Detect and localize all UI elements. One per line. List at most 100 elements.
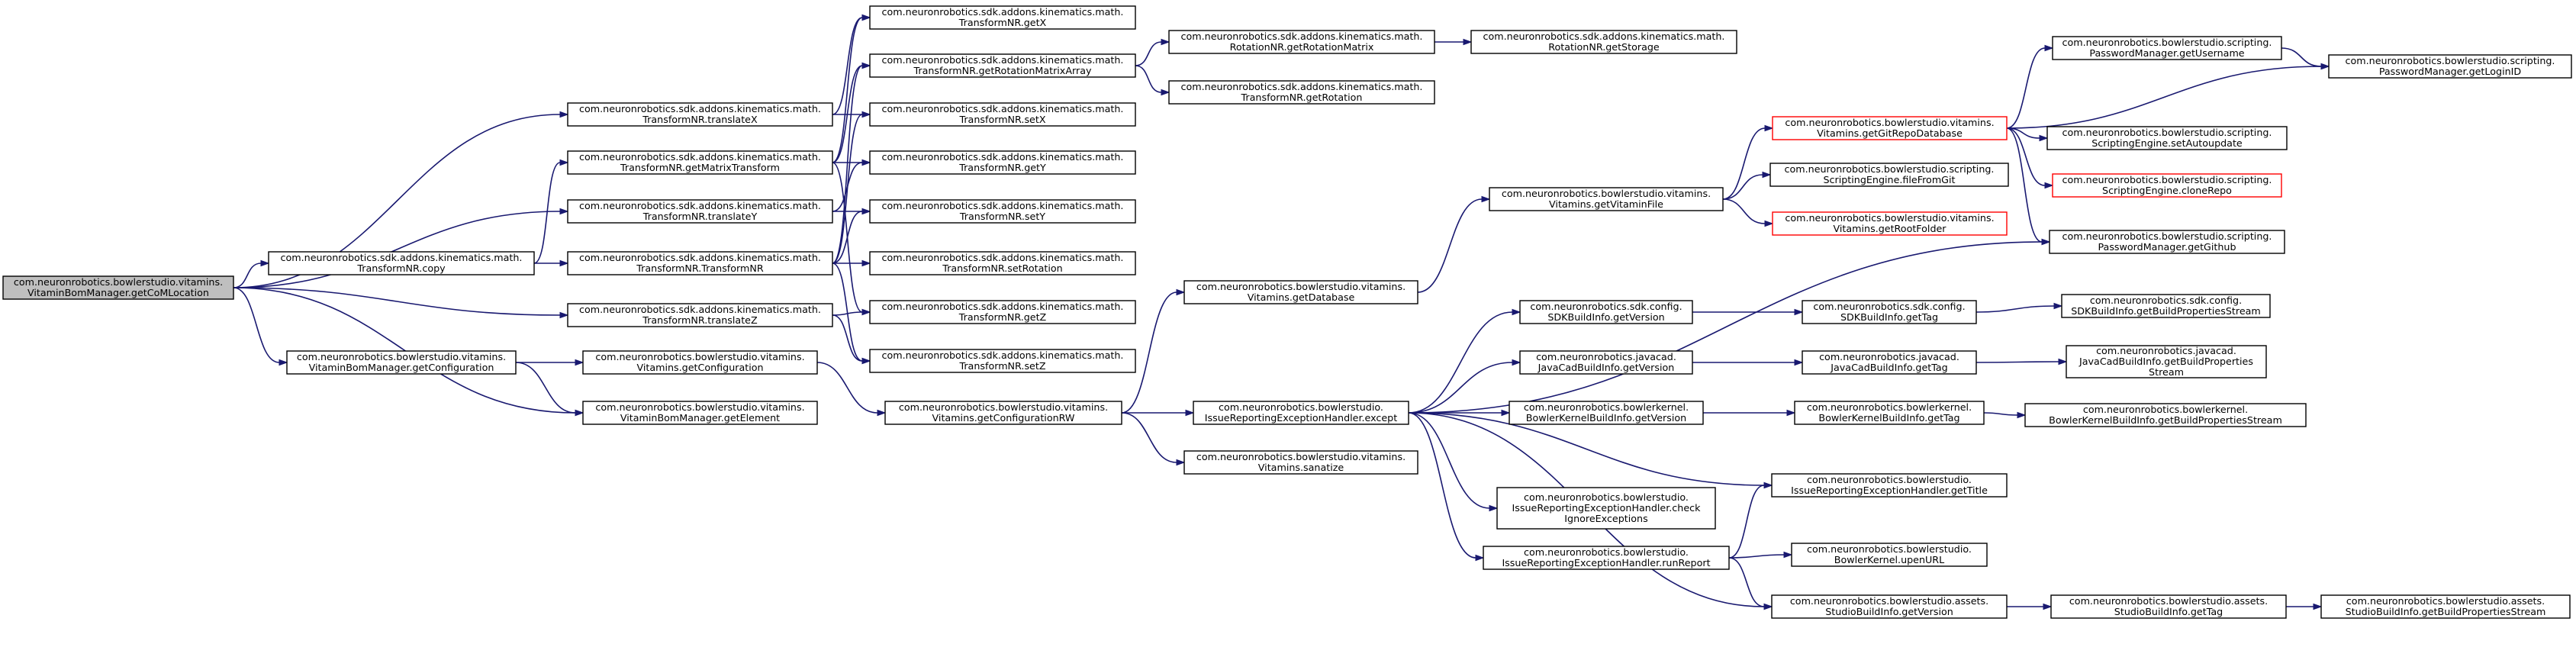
node-getStorage[interactable]: com.neuronrobotics.sdk.addons.kinematics…	[1470, 30, 1737, 54]
node-bomGetConfiguration[interactable]: com.neuronrobotics.bowlerstudio.vitamins…	[286, 350, 517, 375]
call-edge	[1722, 198, 1766, 224]
node-box	[286, 350, 517, 375]
node-sanatize[interactable]: com.neuronrobotics.bowlerstudio.vitamins…	[1183, 450, 1418, 475]
node-upenURL[interactable]: com.neuronrobotics.bowlerstudio.BowlerKe…	[1791, 543, 1988, 567]
node-label: com.neuronrobotics.sdk.addons.kinematics…	[281, 252, 523, 263]
node-getConfigurationRW[interactable]: com.neuronrobotics.bowlerstudio.vitamins…	[884, 401, 1122, 425]
node-getZ[interactable]: com.neuronrobotics.sdk.addons.kinematics…	[869, 300, 1136, 324]
node-getMatrixTransform[interactable]: com.neuronrobotics.sdk.addons.kinematics…	[567, 150, 833, 175]
node-getUsername[interactable]: com.neuronrobotics.bowlerstudio.scriptin…	[2052, 36, 2282, 60]
node-getRotationMatrixArray[interactable]: com.neuronrobotics.sdk.addons.kinematics…	[869, 53, 1136, 78]
node-box	[1772, 116, 2008, 140]
node-setZ[interactable]: com.neuronrobotics.sdk.addons.kinematics…	[869, 349, 1136, 373]
arrowhead	[861, 14, 871, 21]
node-label: com.neuronrobotics.javacad.	[1536, 351, 1676, 362]
node-bomGetElement[interactable]: com.neuronrobotics.bowlerstudio.vitamins…	[582, 401, 818, 425]
node-studioGetStream[interactable]: com.neuronrobotics.bowlerstudio.assets.S…	[2320, 594, 2571, 619]
node-setX[interactable]: com.neuronrobotics.sdk.addons.kinematics…	[869, 102, 1136, 127]
call-edges	[233, 14, 2330, 610]
node-label: RotationNR.getStorage	[1548, 41, 1660, 53]
node-setAutoupdate[interactable]: com.neuronrobotics.bowlerstudio.scriptin…	[2046, 126, 2288, 150]
node-vitGetConfiguration[interactable]: com.neuronrobotics.bowlerstudio.vitamins…	[582, 350, 818, 375]
node-studioGetVersion[interactable]: com.neuronrobotics.bowlerstudio.assets.S…	[1771, 594, 2008, 619]
node-label: com.neuronrobotics.sdk.addons.kinematics…	[579, 151, 821, 163]
node-runReport[interactable]: com.neuronrobotics.bowlerstudio.IssueRep…	[1483, 546, 1730, 570]
arrowhead	[1475, 554, 1485, 562]
node-label: com.neuronrobotics.bowlerstudio.assets.	[2346, 595, 2545, 607]
node-getDatabase[interactable]: com.neuronrobotics.bowlerstudio.vitamins…	[1183, 280, 1418, 304]
node-box	[1183, 280, 1418, 304]
node-box	[2061, 294, 2271, 318]
call-edge	[1408, 241, 2043, 414]
arrowhead	[559, 259, 569, 267]
node-getGithub[interactable]: com.neuronrobotics.bowlerstudio.scriptin…	[2049, 230, 2285, 254]
node-getRotationMatrix[interactable]: com.neuronrobotics.sdk.addons.kinematics…	[1168, 30, 1435, 54]
node-jcGetTag[interactable]: com.neuronrobotics.javacad.JavaCadBuildI…	[1802, 350, 1977, 375]
arrowhead	[2053, 302, 2063, 310]
node-sdkGetVersion[interactable]: com.neuronrobotics.sdk.config.SDKBuildIn…	[1519, 300, 1693, 324]
node-label: TransformNR.translateX	[642, 114, 758, 125]
node-label: Vitamins.getConfigurationRW	[932, 412, 1075, 424]
call-edge	[832, 65, 863, 163]
node-label: com.neuronrobotics.bowlerstudio.	[1807, 543, 1972, 555]
arrowhead	[1512, 308, 1521, 316]
node-box	[567, 199, 833, 224]
call-edge	[233, 287, 576, 414]
node-root[interactable]: com.neuronrobotics.bowlerstudio.vitamins…	[2, 275, 234, 300]
call-edge	[832, 262, 863, 362]
node-box	[869, 251, 1136, 275]
node-box	[1794, 401, 1985, 425]
arrowhead	[1501, 409, 1511, 417]
node-getVitaminFile[interactable]: com.neuronrobotics.bowlerstudio.vitamins…	[1489, 187, 1724, 211]
node-box	[869, 300, 1136, 324]
node-ctor[interactable]: com.neuronrobotics.sdk.addons.kinematics…	[567, 251, 833, 275]
node-box	[1771, 594, 2008, 619]
node-box	[1519, 300, 1693, 324]
node-getLoginID[interactable]: com.neuronrobotics.bowlerstudio.scriptin…	[2328, 54, 2572, 79]
arrowhead	[559, 311, 569, 319]
arrowhead	[861, 111, 871, 118]
node-jcGetStream[interactable]: com.neuronrobotics.javacad.JavaCadBuildI…	[2066, 345, 2267, 378]
node-translateY[interactable]: com.neuronrobotics.sdk.addons.kinematics…	[567, 199, 833, 224]
node-jcGetVersion[interactable]: com.neuronrobotics.javacad.JavaCadBuildI…	[1519, 350, 1693, 375]
node-except[interactable]: com.neuronrobotics.bowlerstudio.IssueRep…	[1193, 401, 1409, 425]
node-label: VitaminBomManager.getConfiguration	[309, 362, 494, 373]
node-translateX[interactable]: com.neuronrobotics.sdk.addons.kinematics…	[567, 102, 833, 127]
node-sdkGetTag[interactable]: com.neuronrobotics.sdk.config.SDKBuildIn…	[1802, 300, 1977, 324]
node-translateZ[interactable]: com.neuronrobotics.sdk.addons.kinematics…	[567, 303, 833, 327]
call-edge	[1135, 41, 1162, 66]
node-getRotation[interactable]: com.neuronrobotics.sdk.addons.kinematics…	[1168, 80, 1435, 105]
call-edge	[233, 211, 561, 288]
node-label: com.neuronrobotics.bowlerstudio.vitamins…	[1785, 117, 1994, 128]
node-getY[interactable]: com.neuronrobotics.sdk.addons.kinematics…	[869, 150, 1136, 175]
node-getGitRepoDatabase[interactable]: com.neuronrobotics.bowlerstudio.vitamins…	[1772, 116, 2008, 140]
node-setRotation[interactable]: com.neuronrobotics.sdk.addons.kinematics…	[869, 251, 1136, 275]
node-studioGetTag[interactable]: com.neuronrobotics.bowlerstudio.assets.S…	[2050, 594, 2287, 619]
node-label: com.neuronrobotics.sdk.addons.kinematics…	[1181, 81, 1423, 92]
node-cloneRepo[interactable]: com.neuronrobotics.bowlerstudio.scriptin…	[2052, 173, 2282, 198]
node-label: StudioBuildInfo.getVersion	[1825, 606, 1953, 617]
node-setY[interactable]: com.neuronrobotics.sdk.addons.kinematics…	[869, 199, 1136, 224]
call-edge	[2006, 66, 2322, 129]
arrowhead	[1762, 171, 1772, 179]
node-getRootFolder[interactable]: com.neuronrobotics.bowlerstudio.vitamins…	[1772, 211, 2008, 236]
node-checkIgnore[interactable]: com.neuronrobotics.bowlerstudio.IssueRep…	[1496, 487, 1716, 530]
node-label: Vitamins.getDatabase	[1248, 291, 1355, 303]
node-label: com.neuronrobotics.bowlerkernel.	[2083, 404, 2248, 415]
node-box	[1802, 300, 1977, 324]
node-fileFromGit[interactable]: com.neuronrobotics.bowlerstudio.scriptin…	[1769, 163, 2009, 187]
node-box	[2049, 230, 2285, 254]
node-box	[2024, 403, 2307, 427]
node-getTitle[interactable]: com.neuronrobotics.bowlerstudio.IssueRep…	[1771, 473, 2008, 498]
node-bkGetStream[interactable]: com.neuronrobotics.bowlerkernel.BowlerKe…	[2024, 403, 2307, 427]
node-bkGetTag[interactable]: com.neuronrobotics.bowlerkernel.BowlerKe…	[1794, 401, 1985, 425]
node-bkGetVersion[interactable]: com.neuronrobotics.bowlerkernel.BowlerKe…	[1509, 401, 1704, 425]
arrowhead	[2017, 411, 2027, 419]
node-copy[interactable]: com.neuronrobotics.sdk.addons.kinematics…	[268, 251, 535, 275]
node-sdkGetStream[interactable]: com.neuronrobotics.sdk.config.SDKBuildIn…	[2061, 294, 2271, 318]
node-label: com.neuronrobotics.sdk.addons.kinematics…	[882, 103, 1124, 114]
node-label: TransformNR.copy	[356, 262, 446, 274]
call-edge	[1728, 485, 1765, 559]
node-box	[1168, 80, 1435, 105]
node-getX[interactable]: com.neuronrobotics.sdk.addons.kinematics…	[869, 5, 1136, 30]
